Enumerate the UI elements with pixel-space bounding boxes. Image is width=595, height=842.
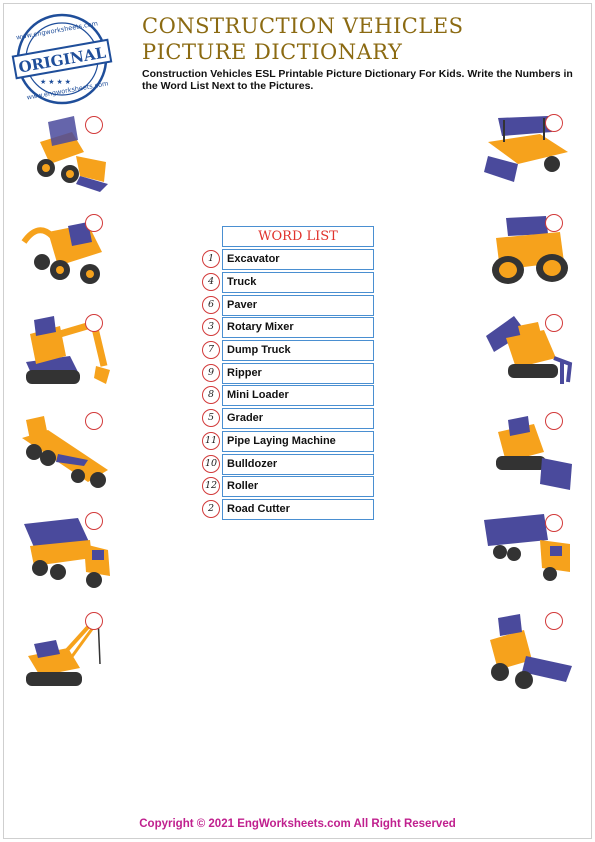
word-number-circle: 2 — [202, 500, 220, 518]
word-list-item: 12 Roller — [202, 476, 376, 497]
word-list-item: 6 Paver — [202, 295, 376, 316]
answer-circle[interactable] — [545, 612, 563, 630]
word-number-circle: 4 — [202, 273, 220, 291]
word-number-circle: 3 — [202, 318, 220, 336]
answer-circle[interactable] — [85, 314, 103, 332]
original-stamp: ORIGINAL www.engworksheets.com www.engwo… — [8, 12, 116, 106]
answer-circle[interactable] — [545, 412, 563, 430]
word-list-item: 9 Ripper — [202, 363, 376, 384]
ripper-picture — [482, 312, 578, 400]
mini-loader-picture — [20, 112, 116, 200]
word-label: Rotary Mixer — [222, 317, 374, 338]
word-label: Truck — [222, 272, 374, 293]
bulldozer-picture — [482, 412, 578, 500]
answer-circle[interactable] — [85, 214, 103, 232]
word-list-item: 5 Grader — [202, 408, 376, 429]
stamp-star-icon: ★ ★ ★ ★ — [40, 78, 71, 86]
page-title-line1: CONSTRUCTION VEHICLES — [142, 14, 464, 38]
word-label: Pipe Laying Machine — [222, 431, 374, 452]
word-number-circle: 6 — [202, 296, 220, 314]
answer-circle[interactable] — [85, 412, 103, 430]
word-number-circle: 8 — [202, 386, 220, 404]
word-number-circle: 9 — [202, 364, 220, 382]
answer-circle[interactable] — [545, 114, 563, 132]
word-label: Dump Truck — [222, 340, 374, 361]
word-list-item: 2 Road Cutter — [202, 499, 376, 520]
word-number-circle: 11 — [202, 432, 220, 450]
answer-circle[interactable] — [545, 514, 563, 532]
rotary-mixer-picture — [480, 610, 576, 698]
instructions-text: Construction Vehicles ESL Printable Pict… — [142, 68, 573, 92]
word-number-circle: 7 — [202, 341, 220, 359]
dump-truck-picture — [20, 510, 116, 598]
word-list-item: 7 Dump Truck — [202, 340, 376, 361]
word-label: Paver — [222, 295, 374, 316]
page-title-line2: PICTURE DICTIONARY — [142, 40, 403, 64]
answer-circle[interactable] — [545, 314, 563, 332]
roller-picture — [480, 212, 576, 300]
word-label: Ripper — [222, 363, 374, 384]
answer-circle[interactable] — [85, 116, 103, 134]
paver-picture — [478, 112, 574, 200]
answer-circle[interactable] — [545, 214, 563, 232]
answer-circle[interactable] — [85, 612, 103, 630]
word-label: Roller — [222, 476, 374, 497]
word-label: Grader — [222, 408, 374, 429]
word-list-item: 8 Mini Loader — [202, 385, 376, 406]
word-list-item: 4 Truck — [202, 272, 376, 293]
word-label: Road Cutter — [222, 499, 374, 520]
page-border — [3, 3, 592, 839]
answer-circle[interactable] — [85, 512, 103, 530]
word-list-item: 10 Bulldozer — [202, 454, 376, 475]
word-label: Mini Loader — [222, 385, 374, 406]
truck-picture — [480, 510, 576, 598]
word-number-circle: 12 — [202, 477, 220, 495]
word-number-circle: 1 — [202, 250, 220, 268]
word-list-item: 3 Rotary Mixer — [202, 317, 376, 338]
word-label: Bulldozer — [222, 454, 374, 475]
word-list-item: 11 Pipe Laying Machine — [202, 431, 376, 452]
word-number-circle: 5 — [202, 409, 220, 427]
copyright-footer: Copyright © 2021 EngWorksheets.com All R… — [139, 818, 456, 830]
word-number-circle: 10 — [202, 455, 220, 473]
word-label: Excavator — [222, 249, 374, 270]
road-cutter-picture — [18, 212, 114, 300]
word-list-header: WORD LIST — [222, 226, 374, 247]
word-list-item: 1 Excavator — [202, 249, 376, 270]
grader-picture — [18, 410, 114, 498]
